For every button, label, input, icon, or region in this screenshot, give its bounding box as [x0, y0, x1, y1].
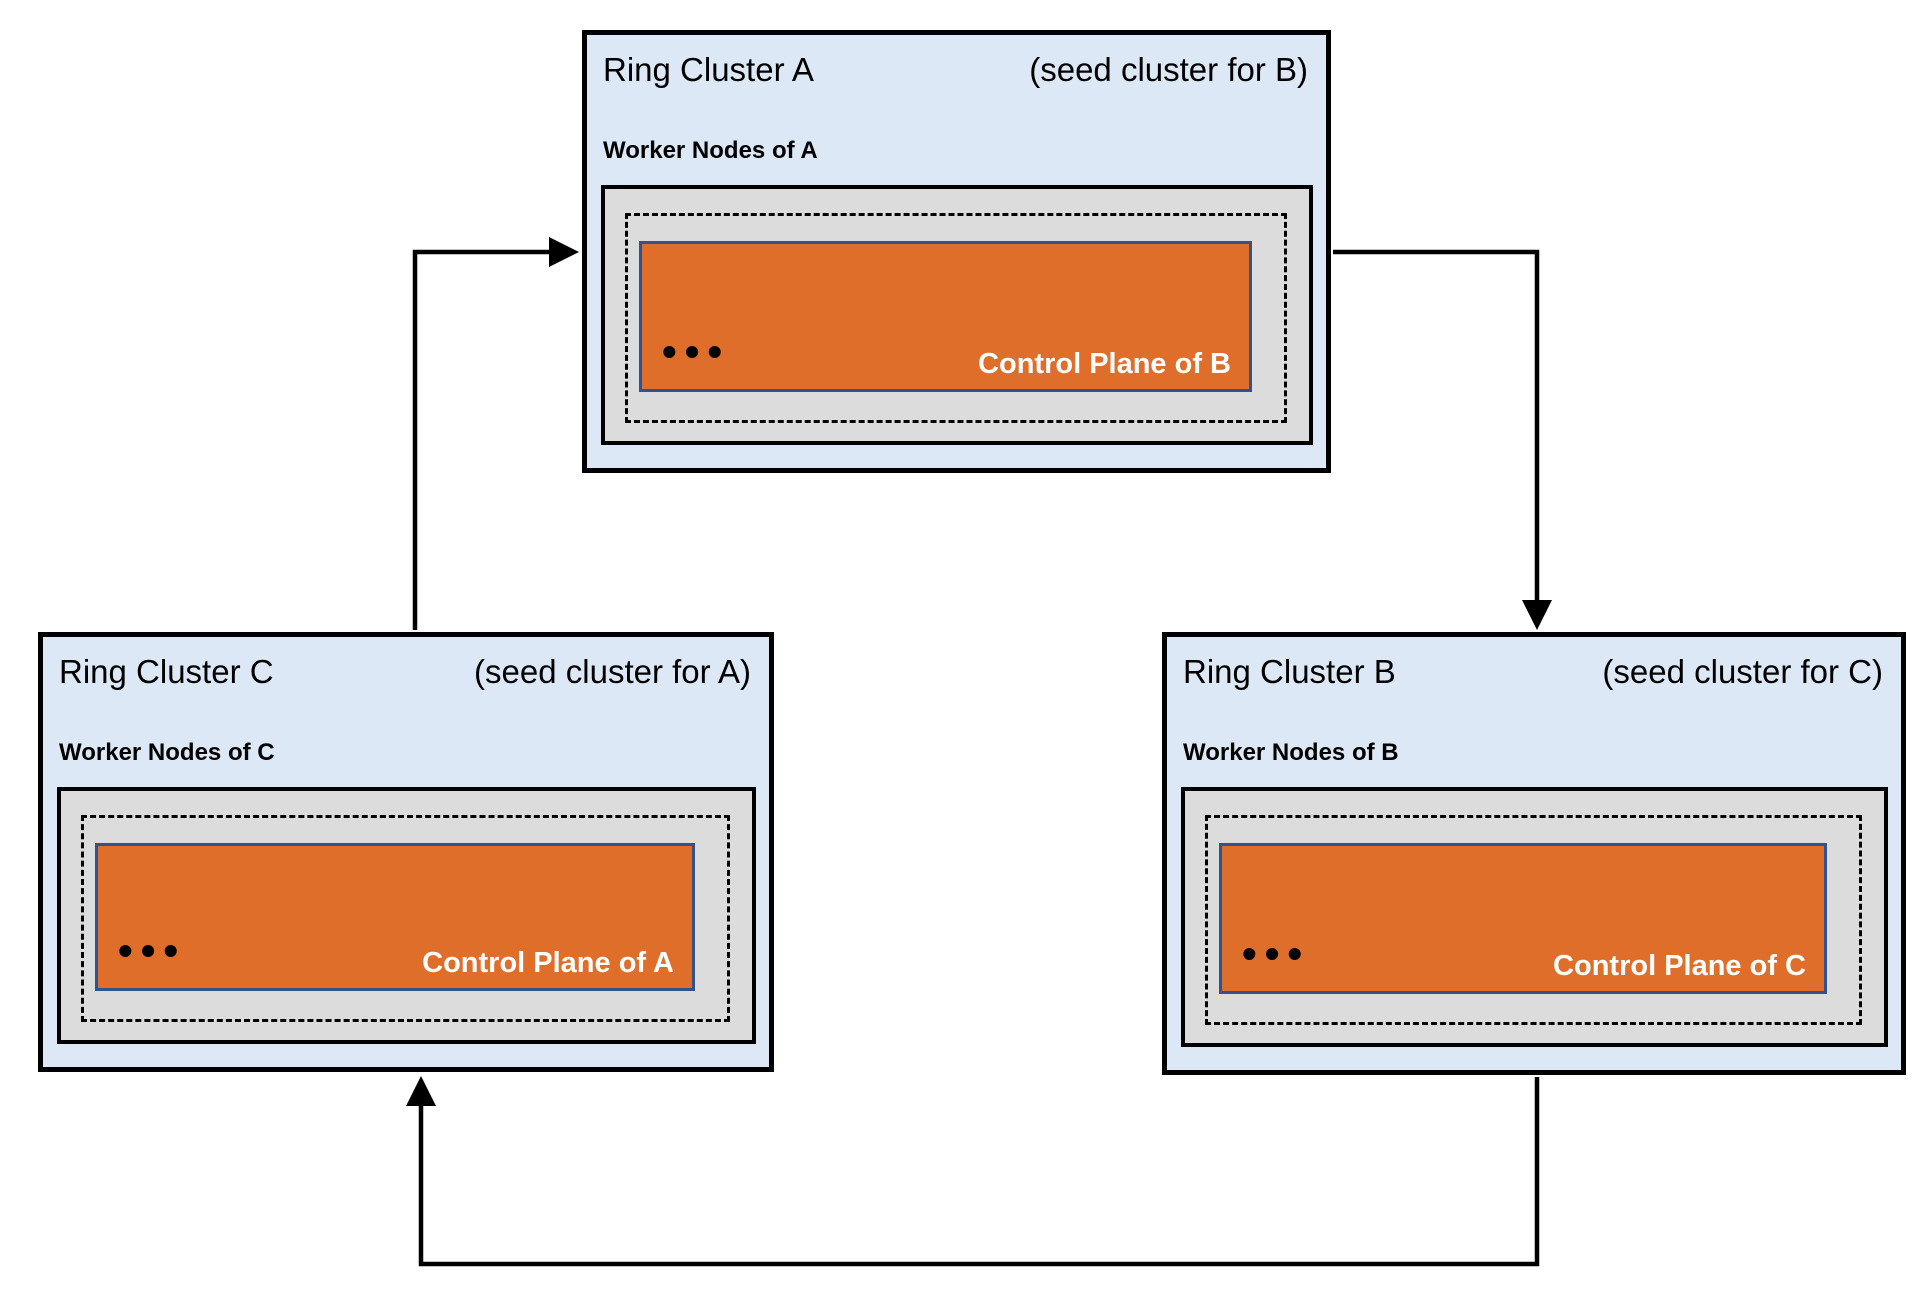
cluster-a-worker-label: Worker Nodes of A	[603, 137, 818, 164]
ring-cluster-b-box: Ring Cluster B (seed cluster for C) Work…	[1162, 632, 1906, 1075]
cluster-c-worker-node-box: ••• Control Plane of A	[57, 787, 756, 1044]
cluster-b-worker-label: Worker Nodes of B	[1183, 739, 1399, 766]
cluster-a-control-plane-box: ••• Control Plane of B	[639, 241, 1252, 392]
cluster-b-control-plane-box: ••• Control Plane of C	[1219, 843, 1827, 994]
cluster-c-control-plane-box: ••• Control Plane of A	[95, 843, 695, 991]
cluster-c-title-row: Ring Cluster C (seed cluster for A)	[43, 637, 769, 692]
cluster-b-dashed-boundary: ••• Control Plane of C	[1205, 815, 1862, 1025]
cluster-c-dashed-boundary: ••• Control Plane of A	[81, 815, 730, 1022]
cluster-a-title-row: Ring Cluster A (seed cluster for B)	[587, 35, 1326, 90]
cluster-c-seed-note: (seed cluster for A)	[474, 653, 751, 690]
cluster-b-control-plane-label: Control Plane of C	[1553, 950, 1806, 982]
cluster-b-worker-node-box: ••• Control Plane of C	[1181, 787, 1888, 1047]
arrow-b-to-c	[406, 1076, 1540, 1267]
cluster-c-control-plane-label: Control Plane of A	[422, 947, 674, 979]
ring-cluster-c-box: Ring Cluster C (seed cluster for A) Work…	[38, 632, 774, 1072]
cluster-b-seed-note: (seed cluster for C)	[1602, 653, 1883, 690]
cluster-c-title: Ring Cluster C	[59, 653, 274, 690]
cluster-b-title: Ring Cluster B	[1183, 653, 1396, 690]
cluster-b-title-row: Ring Cluster B (seed cluster for C)	[1167, 637, 1901, 692]
ellipsis-icon: •••	[1242, 930, 1311, 977]
ring-cluster-a-box: Ring Cluster A (seed cluster for B) Work…	[582, 30, 1331, 473]
ellipsis-icon: •••	[662, 328, 731, 375]
cluster-a-control-plane-label: Control Plane of B	[978, 348, 1231, 380]
arrow-c-to-a	[412, 237, 579, 630]
ellipsis-icon: •••	[118, 927, 187, 974]
arrow-a-to-b	[1333, 249, 1552, 630]
cluster-a-dashed-boundary: ••• Control Plane of B	[625, 213, 1287, 423]
cluster-a-seed-note: (seed cluster for B)	[1029, 51, 1308, 88]
cluster-c-worker-label: Worker Nodes of C	[59, 739, 275, 766]
cluster-a-worker-node-box: ••• Control Plane of B	[601, 185, 1313, 445]
cluster-a-title: Ring Cluster A	[603, 51, 814, 88]
